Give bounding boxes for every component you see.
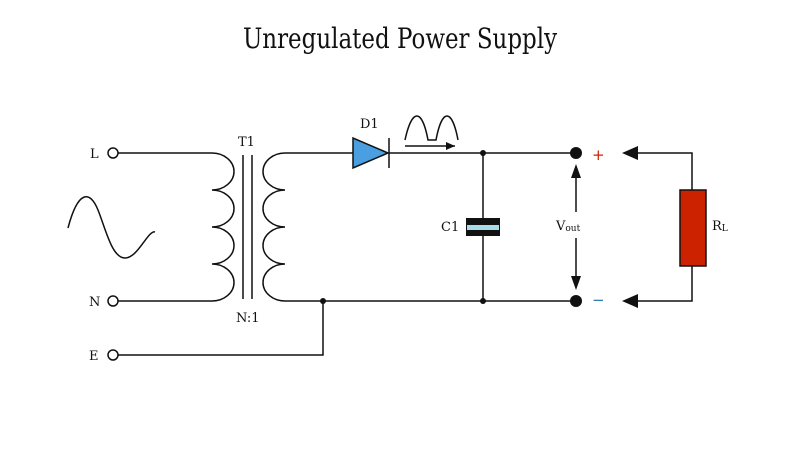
diagram-title: Unregulated Power Supply [242,22,558,55]
capacitor-plate [467,225,499,230]
transformer-label: T1 [238,135,255,150]
load-arrow-top [622,146,638,160]
wire-load-top [636,152,693,190]
vout-label: Vout [555,219,581,234]
terminal-l-connector [107,147,119,159]
wire-earth [118,301,324,356]
terminal-e-connector [107,349,119,361]
output-terminal-negative [570,295,582,307]
terminal-label-e: E [89,349,99,364]
diode-label: D1 [360,117,379,132]
arrowhead-icon [446,142,455,150]
output-minus-sign: − [592,291,605,309]
transformer-ratio-label: N:1 [236,311,260,326]
terminal-label-n: N [89,295,100,310]
ac-source-icon [67,196,156,259]
output-plus-sign: + [592,146,605,164]
transformer-primary-coil [211,152,235,302]
junction-dot-earth [320,298,326,304]
rectified-waveform-icon [404,115,459,141]
output-terminal-positive [570,147,582,159]
load-arrow-bottom [622,294,638,308]
terminal-label-l: L [90,147,99,162]
capacitor-label: C1 [441,220,459,235]
load-resistor [679,189,707,267]
vout-arrowhead-down [571,276,581,290]
vout-arrowhead-up [571,164,581,178]
load-label: RL [712,219,728,234]
wire-load-bottom [636,266,693,302]
terminal-n-connector [107,295,119,307]
transformer-secondary-coil [262,152,286,302]
diode-symbol [352,136,390,170]
